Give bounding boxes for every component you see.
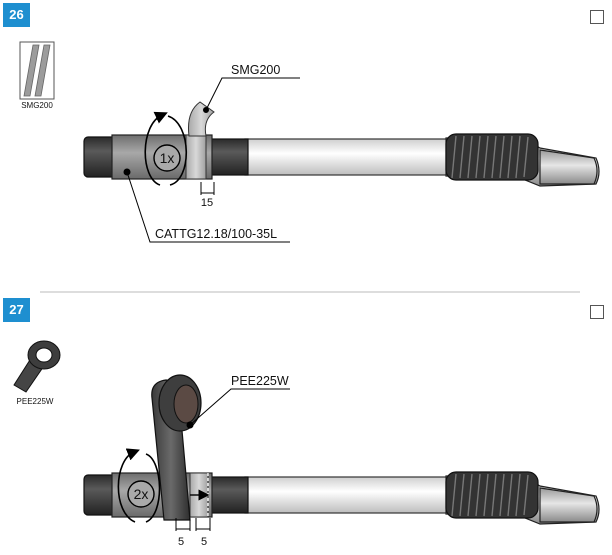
rotation-arrow-27 — [117, 448, 161, 523]
dimension-marker-26 — [200, 182, 215, 195]
step-26-checkbox[interactable] — [590, 10, 604, 24]
turns-label-26: 1x — [160, 150, 175, 166]
step-number-26: 26 — [3, 3, 30, 27]
turns-label-27: 2x — [134, 486, 149, 502]
step-27-checkbox[interactable] — [590, 305, 604, 319]
callout-smg200: SMG200 — [231, 63, 280, 77]
pee225w-material-icon — [13, 340, 61, 393]
cable-assembly-26 — [83, 101, 600, 187]
dimension-marker-27 — [175, 518, 211, 531]
smg200-material-icon — [19, 41, 55, 100]
pee225w-material-label: PEE225W — [17, 397, 54, 406]
rotation-arrow-26 — [144, 111, 187, 186]
dimension-label-26: 15 — [201, 197, 213, 209]
step-number-27: 27 — [3, 298, 30, 322]
smg200-material-label: SMG200 — [21, 101, 53, 110]
callout-cattg: CATTG12.18/100-35L — [155, 227, 277, 241]
callout-pee225w: PEE225W — [231, 374, 289, 388]
callout-leader-cattg — [123, 168, 290, 243]
callout-leader-smg200 — [203, 77, 300, 113]
callout-leader-pee225w — [186, 388, 290, 429]
cable-assembly-27 — [83, 374, 600, 525]
dimension-label-27-b: 5 — [201, 536, 207, 548]
dimension-label-27-a: 5 — [178, 536, 184, 548]
